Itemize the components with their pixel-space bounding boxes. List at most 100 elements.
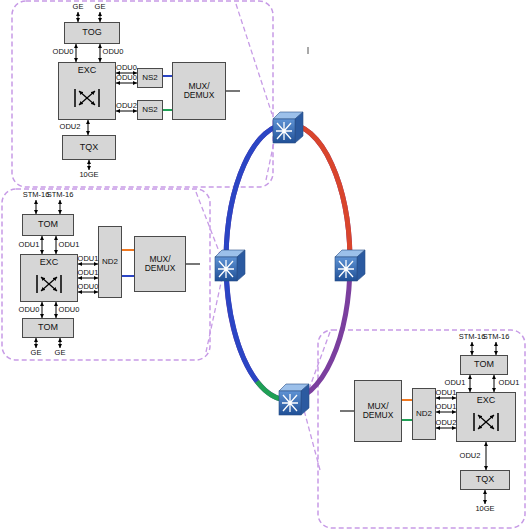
client-port-arrow: [89, 160, 90, 170]
board-name: TQX: [80, 143, 99, 152]
board-name: MUX/ DEMUX: [361, 402, 395, 420]
board-name: NS2: [142, 106, 158, 114]
board-name: TOM: [38, 220, 58, 229]
signal-label: ODU0: [103, 48, 124, 56]
client-port-arrow: [60, 338, 61, 348]
board-name: EXC: [477, 396, 496, 405]
signal-connector: [486, 442, 487, 470]
ring-segment: [288, 124, 350, 262]
board-box: MUX/ DEMUX: [354, 380, 402, 442]
signal-label: ODU0: [116, 64, 137, 72]
signal-label: ODU1: [19, 241, 40, 249]
board-box: EXC: [58, 62, 116, 120]
board-name: TOM: [474, 360, 494, 369]
network-element-icon: [279, 384, 309, 415]
client-port-arrow: [36, 200, 37, 214]
signal-connector: [122, 249, 134, 251]
board-name: EXC: [40, 258, 59, 267]
cross-connect-symbol: [75, 89, 99, 107]
callout-outline: [2, 189, 210, 360]
board-name: ND2: [416, 410, 432, 418]
board-box: EXC: [456, 392, 516, 442]
signal-label: ODU1: [499, 379, 520, 387]
port-label: 10GE: [79, 171, 98, 179]
signal-label: ODU1: [436, 403, 457, 411]
signal-connector: [494, 375, 495, 392]
signal-connector: [78, 264, 98, 265]
client-port-arrow: [100, 12, 101, 22]
callout-outline: [12, 1, 273, 187]
port-label: 10GE: [475, 505, 494, 513]
port-label: STM-16: [483, 333, 510, 341]
stray-mark: [308, 47, 309, 54]
port-label: STM-16: [23, 191, 50, 199]
callout-leader: [236, 4, 272, 114]
client-port-arrow: [36, 338, 37, 348]
callout-leader: [304, 410, 320, 470]
signal-connector: [76, 44, 77, 62]
signal-connector: [116, 111, 137, 112]
signal-label: ODU0: [78, 283, 99, 291]
fibre-line: [186, 263, 200, 265]
edge-group: [42, 44, 494, 470]
board-box: TOG: [64, 22, 120, 44]
signal-label: ODU1: [78, 269, 99, 277]
port-label: GE: [31, 349, 42, 357]
board-box: TQX: [460, 470, 510, 490]
signal-label: ODU2: [436, 419, 457, 427]
port-label: STM-16: [459, 333, 486, 341]
board-box: ND2: [98, 226, 122, 298]
signal-connector: [122, 275, 134, 277]
network-element-icon: [215, 250, 245, 281]
client-port-arrow: [485, 490, 486, 504]
client-port-arrow: [472, 342, 473, 355]
board-box: TOM: [22, 214, 74, 236]
signal-connector: [470, 375, 471, 392]
client-port-arrow: [496, 342, 497, 355]
port-label: GE: [73, 3, 84, 11]
port-label: GE: [95, 3, 106, 11]
board-box: TOM: [22, 318, 74, 338]
cross-connect-symbol: [474, 413, 498, 431]
signal-label: ODU1: [445, 379, 466, 387]
board-box: MUX/ DEMUX: [172, 62, 226, 120]
signal-connector: [88, 120, 89, 135]
fibre-line: [226, 90, 240, 92]
signal-label: ODU1: [78, 255, 99, 263]
ring-segment: [226, 124, 288, 262]
board-box: TQX: [62, 135, 116, 160]
signal-connector: [116, 73, 137, 74]
board-box: EXC: [20, 254, 78, 302]
fibre-line: [340, 410, 354, 412]
signal-label: ODU1: [59, 241, 80, 249]
board-name: MUX/ DEMUX: [143, 255, 177, 273]
signal-label: ODU2: [460, 452, 481, 460]
signal-connector: [42, 236, 43, 254]
callout-outline: [318, 330, 525, 528]
signal-connector: [56, 236, 57, 254]
signal-connector: [402, 399, 412, 401]
signal-connector: [402, 419, 412, 421]
signal-connector: [78, 278, 98, 279]
cross-connect-symbol: [37, 275, 61, 293]
signal-connector: [42, 302, 43, 318]
board-box: NS2: [137, 68, 163, 88]
signal-connector: [78, 292, 98, 293]
signal-connector: [436, 398, 456, 399]
signal-connector: [163, 109, 172, 111]
board-box: NS2: [137, 100, 163, 120]
client-port-arrow: [78, 12, 79, 22]
signal-connector: [100, 44, 101, 62]
board-name: TOM: [38, 323, 58, 332]
callout-leader: [266, 142, 274, 180]
signal-label: ODU0: [19, 306, 40, 314]
network-element-icon: [273, 112, 303, 143]
board-box: ND2: [412, 388, 436, 440]
signal-label: ODU2: [116, 102, 137, 110]
board-box: TOM: [460, 355, 508, 375]
board-name: NS2: [142, 74, 158, 82]
board-name: TQX: [476, 475, 495, 484]
board-name: TOG: [82, 28, 101, 37]
signal-label: ODU0: [53, 48, 74, 56]
callout-leader: [196, 192, 220, 254]
